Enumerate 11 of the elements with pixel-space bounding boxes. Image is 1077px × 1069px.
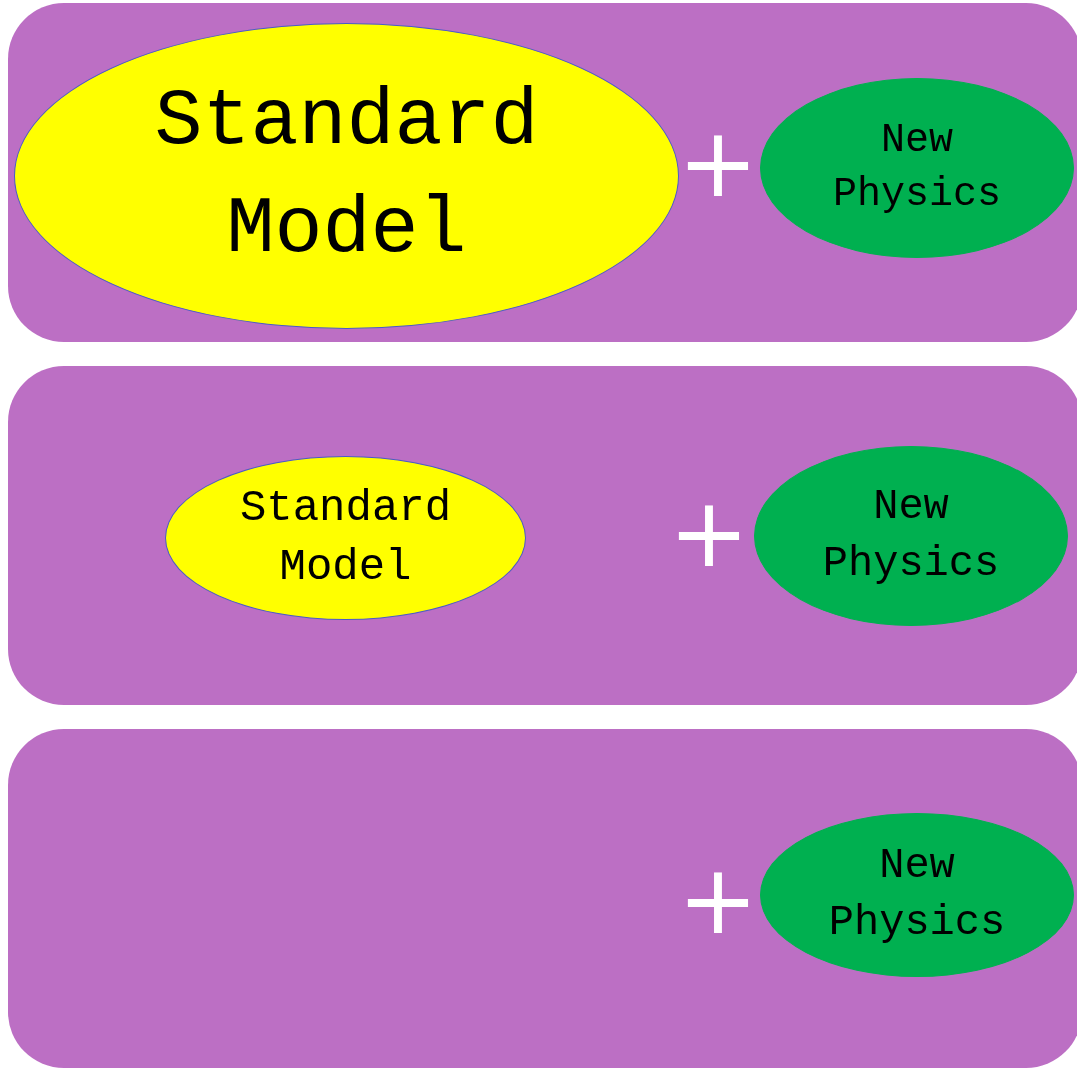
plus-sign: + xyxy=(677,852,759,948)
ellipse-label: New Physics xyxy=(827,841,1007,949)
ellipse-label: New Physics xyxy=(821,482,1001,590)
ellipse-label: Standard Model xyxy=(238,481,453,594)
plus-sign: + xyxy=(677,115,759,211)
ellipse-label: New Physics xyxy=(832,117,1002,219)
panel-background xyxy=(8,3,1077,342)
plus-sign: + xyxy=(668,485,750,581)
panel-background xyxy=(8,366,1077,705)
ellipse-label: Standard Model xyxy=(153,75,540,277)
panel-background xyxy=(8,729,1077,1068)
